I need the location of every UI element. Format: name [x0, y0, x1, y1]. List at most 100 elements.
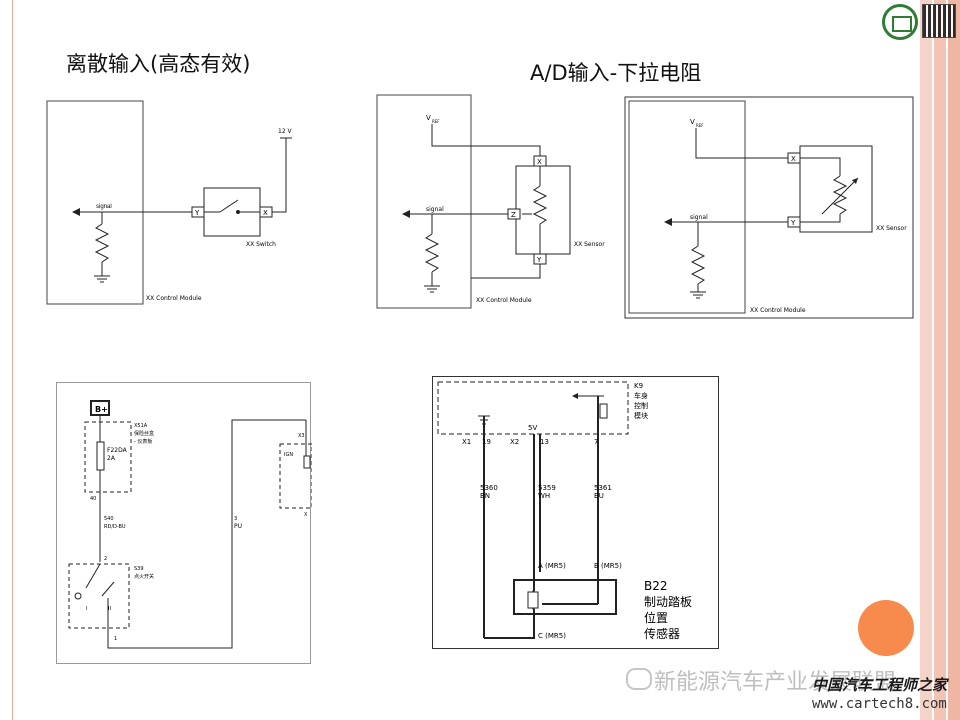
- pin-19: 19: [482, 438, 491, 446]
- switch-pin-x: X: [263, 209, 268, 217]
- vref-wire: [695, 128, 788, 159]
- qr-code: [922, 4, 956, 38]
- control-module-box: [376, 94, 472, 309]
- signal-label: signal: [690, 214, 708, 221]
- fuse-block-name-1: 保险丝盒: [134, 430, 154, 437]
- module-name-2: 控制: [634, 401, 648, 410]
- control-module-box: [628, 100, 746, 314]
- connector-box: [279, 443, 312, 509]
- supply-voltage-label: 12 V: [278, 128, 293, 135]
- wire-3-color: PU: [234, 523, 242, 530]
- signal-label: signal: [426, 206, 444, 213]
- wire2-color: WH: [538, 492, 550, 500]
- slide-left-border: [0, 0, 13, 720]
- wechat-watermark: 新能源汽车产业发展联盟: [654, 670, 897, 695]
- vref-label: V: [426, 114, 431, 122]
- control-module-label: XX Control Module: [750, 307, 806, 314]
- sensor-pin-x: X: [791, 155, 796, 163]
- variable-resistor-icon: [832, 175, 848, 215]
- battery-label: B+: [95, 405, 108, 414]
- wire3-color: BU: [594, 492, 604, 500]
- association-logo: [882, 4, 918, 40]
- site-watermark-cn: 中国汽车工程师之家: [812, 676, 948, 694]
- wechat-icon: [626, 668, 652, 690]
- vref-label: V: [690, 118, 695, 126]
- signal-arrow-icon: [402, 210, 410, 218]
- pin-2: 2: [104, 556, 107, 562]
- sensor-label: XX Sensor: [574, 241, 605, 248]
- wire-540-number: 540: [104, 516, 114, 522]
- ignition-switch-name: 点火开关: [134, 573, 154, 580]
- switch-label: XX Switch: [246, 241, 276, 248]
- sensor-name-1: 制动踏板: [644, 595, 692, 609]
- wire3-number: 5361: [594, 484, 612, 492]
- ad-input-diagram-2: V REF X Y signal XX Sensor XX Control Mo…: [624, 96, 914, 319]
- sensor-box: [513, 579, 617, 615]
- terminal-b: B (MR5): [594, 562, 622, 570]
- connector-x1: X1: [462, 438, 471, 446]
- sensor-name-3: 传感器: [644, 626, 680, 641]
- terminal-a: A (MR5): [538, 562, 566, 570]
- pin-7: 7: [594, 438, 598, 446]
- title-discrete-input: 离散输入(高态有效): [66, 52, 251, 76]
- switch-pos-ii: II: [108, 606, 111, 612]
- wire-540-color: RD/D-BU: [104, 524, 126, 530]
- ignition-switch-box: [68, 563, 130, 629]
- control-module-label: XX Control Module: [476, 297, 532, 304]
- signal-arrow-icon: [572, 393, 578, 399]
- wire-3-number: 3: [234, 516, 237, 522]
- pulldown-resistor-icon: [424, 233, 440, 273]
- potentiometer-icon: [532, 185, 548, 225]
- module-name-3: 模块: [634, 411, 648, 420]
- fuse-block-name-2: - 仪表板: [134, 438, 152, 445]
- wire1-number: 5360: [480, 484, 498, 492]
- pin-13: 13: [540, 438, 549, 446]
- sensor-id: B22: [644, 579, 668, 593]
- ignition-circuit-diagram: B+ X51A 保险丝盒 - 仪表板 F22DA 2A 40 540 RD/D-…: [56, 382, 312, 664]
- sensor-label: XX Sensor: [876, 225, 907, 232]
- connector-x: X: [304, 512, 308, 518]
- switch-contact-icon: [219, 199, 239, 213]
- switch-pin-y: Y: [194, 209, 200, 217]
- sensor-pin-x: X: [537, 158, 542, 166]
- switch-pos-i: I: [86, 606, 87, 612]
- sensor-potentiometer-icon: [527, 591, 539, 609]
- connector-x3: X3: [298, 433, 305, 439]
- sensor-pin-z: Z: [511, 211, 516, 219]
- control-module-box: [46, 100, 144, 305]
- signal-label: signal: [96, 204, 112, 210]
- ignition-switch-id: S39: [134, 566, 144, 572]
- sensor-pin-y: Y: [790, 219, 796, 227]
- fuse-rating: 2A: [107, 455, 116, 462]
- sensor-name-2: 位置: [644, 610, 668, 625]
- module-id: K9: [634, 382, 643, 390]
- pulldown-resistor-icon: [94, 223, 110, 263]
- module-name-1: 车身: [634, 391, 648, 400]
- vref-wire: [431, 124, 541, 156]
- pulldown-resistor-icon: [599, 403, 608, 419]
- ignition-contact-icon: [85, 563, 101, 589]
- fuse-block-id: X51A: [134, 423, 148, 429]
- wire1-color: BN: [480, 492, 490, 500]
- sensor-box: [799, 145, 873, 233]
- fuse-id: F22DA: [107, 447, 128, 454]
- slide-right-border: [920, 0, 960, 720]
- wire2-number: 5359: [538, 484, 556, 492]
- discrete-input-diagram: signal Y X 12 V XX Switch XX Control Mod…: [46, 100, 293, 305]
- brake-sensor-diagram: K9 车身 控制 模块 X1 19 X2 13 7 5V 5360 BN 535…: [432, 376, 719, 649]
- signal-arrow-icon: [72, 208, 80, 216]
- vref-subscript: REF: [432, 119, 440, 124]
- ground-return-wire: [471, 264, 541, 279]
- supply-wire: [272, 138, 287, 213]
- ign-label: IGN: [284, 452, 293, 458]
- supply-voltage-label: 5V: [528, 424, 537, 432]
- site-watermark-url: www.cartech8.com: [812, 696, 947, 712]
- fuse-block-box: [84, 421, 132, 493]
- pulldown-resistor-icon: [690, 245, 706, 285]
- terminal-c: C (MR5): [538, 632, 566, 640]
- ad-input-diagram-1: V REF X Z signal Y XX Sensor XX Control …: [376, 94, 605, 309]
- signal-arrow-icon: [664, 218, 672, 226]
- title-ad-input: A/D输入-下拉电阻: [530, 61, 702, 85]
- control-module-label: XX Control Module: [146, 295, 202, 302]
- vref-subscript: REF: [696, 123, 704, 128]
